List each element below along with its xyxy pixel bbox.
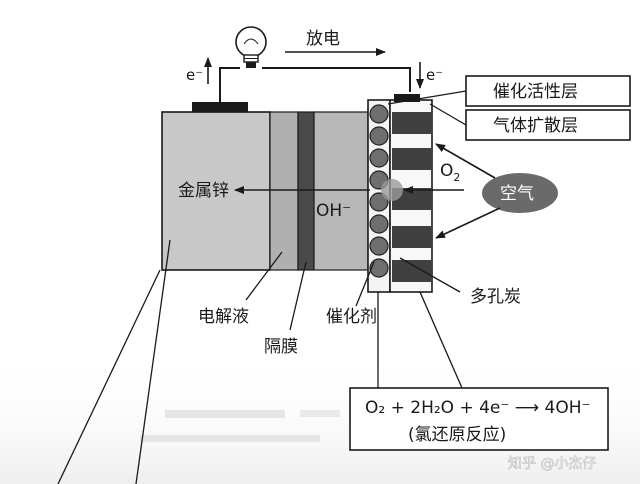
zinc-label: 金属锌 [178,181,229,201]
air-cathode [367,94,433,293]
porous-carbon-leader [399,257,461,293]
discharge-label: 放电 [306,29,340,49]
hydroxide-label: OH⁻ [316,201,351,221]
electrolyte-label: 电解液 [198,307,249,327]
light-bulb-icon [235,26,267,68]
reaction-equation: O₂ + 2H₂O + 4e⁻ ⟶ 4OH⁻ [365,398,590,418]
reaction-name: (氯还原反应) [408,425,506,445]
electron-left-label: e⁻ [186,66,203,84]
gas-diffusion-layer-label: 气体扩散层 [493,116,578,136]
label-leader-lines [387,90,467,126]
watermark-text: 知乎 @小杰仔 [508,455,596,472]
electron-right-label: e⁻ [426,66,443,84]
porous-carbon-label: 多孔炭 [470,287,521,307]
catalyst-label: 催化剂 [326,307,377,327]
battery-body [161,111,369,271]
air-ellipse [482,173,558,213]
faint-background-text [140,410,340,442]
component-leaders [245,251,375,331]
air-label: 空气 [500,184,534,204]
anode-terminal [192,102,248,112]
separator-membrane [297,111,315,271]
gas-diffusion-layer-box [465,109,631,141]
air-flow-arrows [435,143,501,239]
oxygen-label: O2 [440,161,460,184]
electrolyte-left [269,111,299,271]
catalytic-layer-label: 催化活性层 [493,82,578,102]
catalyst-balls [369,104,389,278]
separator-label: 隔膜 [264,337,298,357]
cathode-terminal [394,94,420,102]
zoom-lines [57,239,463,484]
oxygen-entry-spot [381,179,403,201]
reaction-equation-box [349,387,609,451]
electrolyte-right [313,111,369,271]
external-circuit [219,67,411,102]
